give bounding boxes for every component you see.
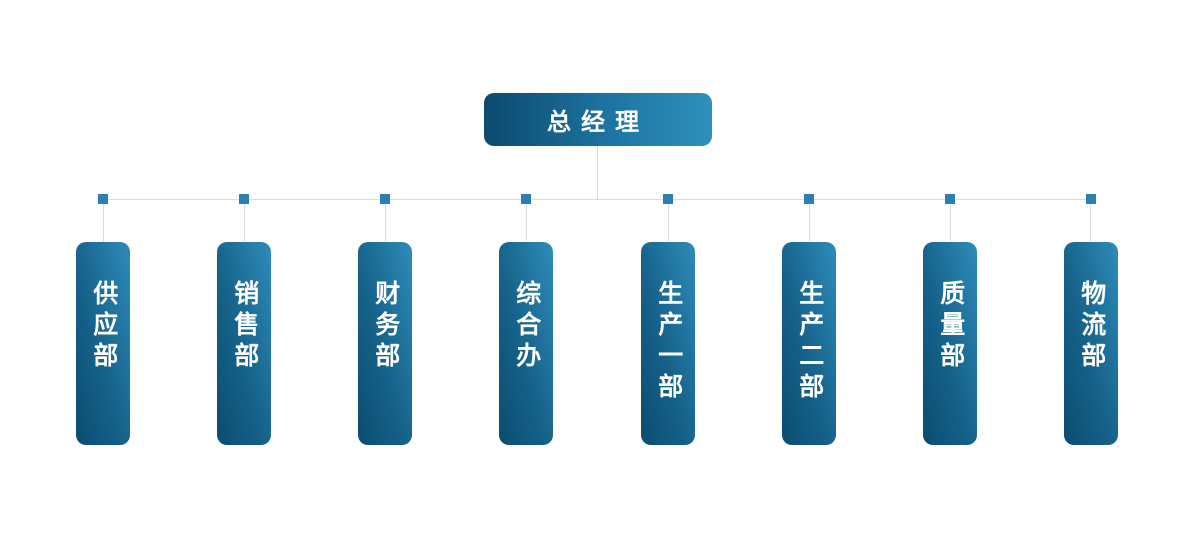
connector-junction-square bbox=[663, 194, 673, 204]
connector-junction-square bbox=[945, 194, 955, 204]
connector-horizontal-line bbox=[103, 199, 1091, 200]
org-node-label: 供应部 bbox=[89, 280, 118, 373]
org-node-dept-supply: 供应部 bbox=[76, 242, 130, 445]
connector-junction-square bbox=[98, 194, 108, 204]
org-node-label: 物流部 bbox=[1077, 280, 1106, 373]
connector-stem bbox=[950, 204, 951, 242]
org-node-dept-production-1: 生产一部 bbox=[641, 242, 695, 445]
org-node-label: 质量部 bbox=[936, 280, 965, 373]
connector-junction-square bbox=[1086, 194, 1096, 204]
org-node-dept-quality: 质量部 bbox=[923, 242, 977, 445]
org-node-label: 综合办 bbox=[512, 280, 541, 373]
connector-junction-square bbox=[804, 194, 814, 204]
connector-stem bbox=[809, 204, 810, 242]
connector-stem bbox=[1090, 204, 1091, 242]
connector-stem bbox=[103, 204, 104, 242]
connector-stem bbox=[385, 204, 386, 242]
connector-stem bbox=[668, 204, 669, 242]
org-node-label: 生产一部 bbox=[654, 280, 683, 404]
org-node-root-label: 总经理 bbox=[547, 109, 649, 136]
connector-junction-square bbox=[380, 194, 390, 204]
connector-stem bbox=[526, 204, 527, 242]
org-node-dept-sales: 销售部 bbox=[217, 242, 271, 445]
org-node-dept-finance: 财务部 bbox=[358, 242, 412, 445]
connector-junction-square bbox=[521, 194, 531, 204]
org-node-dept-production-2: 生产二部 bbox=[782, 242, 836, 445]
org-node-label: 财务部 bbox=[371, 280, 400, 373]
org-node-root: 总经理 bbox=[484, 93, 712, 146]
connector-junction-square bbox=[239, 194, 249, 204]
org-node-label: 销售部 bbox=[230, 280, 259, 373]
connector-root-stem bbox=[597, 146, 598, 199]
org-node-label: 生产二部 bbox=[795, 280, 824, 404]
org-node-dept-logistics: 物流部 bbox=[1064, 242, 1118, 445]
connector-stem bbox=[244, 204, 245, 242]
org-node-dept-general-office: 综合办 bbox=[499, 242, 553, 445]
